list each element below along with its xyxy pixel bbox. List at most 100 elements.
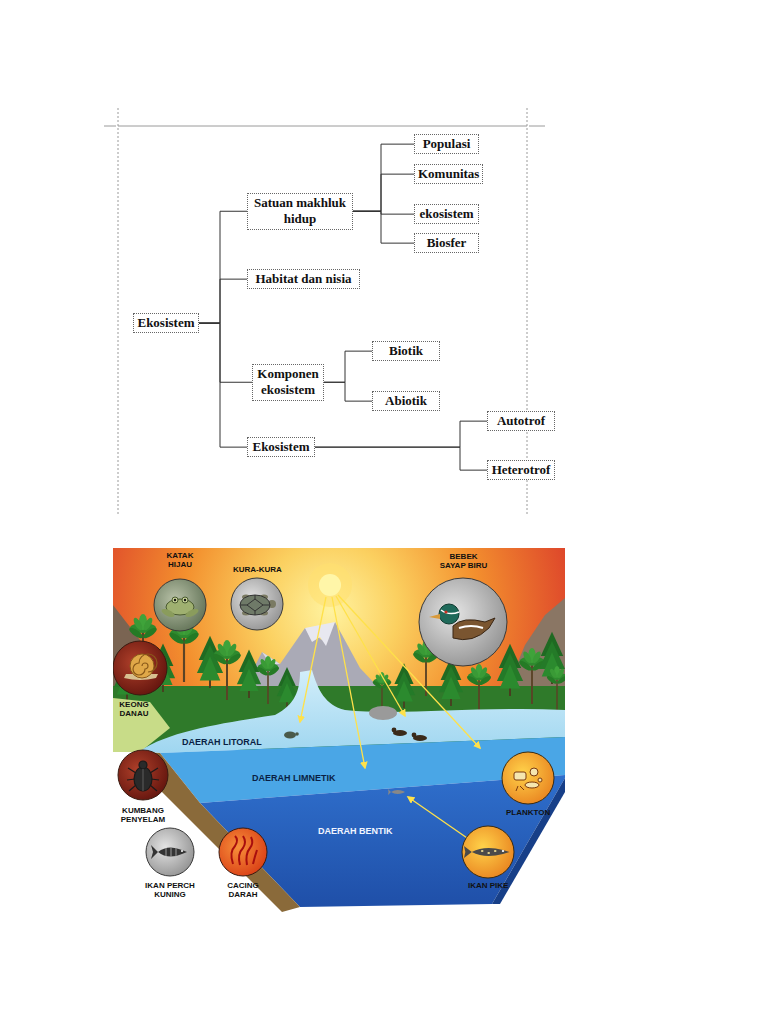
concept-box: Ekosistem — [133, 313, 199, 333]
perch-icon-part-part — [181, 850, 183, 852]
tree-connector — [315, 421, 487, 447]
node-text: ekosistem — [418, 206, 475, 222]
organism-label: PLANKTON — [506, 808, 550, 817]
beetle-icon-part-part — [150, 768, 158, 773]
trees-part — [466, 664, 492, 716]
concept-box: Komunitas — [414, 164, 483, 184]
pike-icon-part — [462, 826, 514, 878]
turtle-icon-part-part — [240, 595, 270, 615]
organism-label: KATAK HIJAU — [162, 551, 198, 569]
concept-box: Populasi — [414, 134, 479, 154]
perch-icon-part — [151, 845, 187, 859]
duck-icon-part-part — [441, 610, 459, 614]
trees-part — [372, 672, 392, 712]
turtle-icon-part — [231, 578, 283, 630]
page-frame-part — [118, 108, 119, 515]
worm-icon-part — [219, 828, 267, 876]
duck-icon-part-part — [429, 614, 440, 619]
tree-connector — [199, 323, 247, 447]
snail-icon — [113, 641, 167, 695]
page-frame-part — [104, 126, 116, 127]
plankton-icon-part-part — [530, 768, 538, 776]
tree-connector — [199, 323, 252, 382]
zone-label: DAERAH LITORAL — [182, 737, 262, 747]
turtle-icon-part-part — [240, 595, 270, 615]
turtle-icon-part — [240, 595, 276, 616]
sun-rays-part — [408, 797, 470, 840]
plankton-icon — [502, 752, 554, 804]
concept-box: ekosistem — [414, 204, 479, 224]
trees-part — [546, 666, 565, 710]
frog-icon-part — [154, 579, 206, 631]
plankton-icon-part — [514, 768, 542, 791]
snail-icon-part — [124, 654, 158, 680]
duck-icon-part-part — [453, 618, 495, 640]
sun-part — [319, 574, 341, 596]
page-frame-part — [527, 108, 528, 515]
small-fish — [388, 789, 405, 795]
lake-illustration — [113, 548, 565, 912]
sun-rays-part — [332, 597, 365, 768]
tree-connector — [199, 211, 247, 323]
tree-connector — [199, 279, 247, 323]
perch-icon — [146, 828, 194, 876]
duck-icon-part — [419, 578, 507, 666]
snail-icon-part-part — [133, 654, 157, 675]
worm-icon-part-part — [246, 837, 252, 865]
organism-label: KUMBANG PENYELAM — [118, 806, 168, 824]
page-frame — [104, 108, 545, 515]
small-fish-part — [388, 789, 405, 795]
page-frame-part — [118, 126, 527, 127]
node-text: Ekosistem — [137, 315, 195, 331]
node-text: Komunitas — [418, 166, 479, 182]
frog-icon-part-part — [184, 607, 199, 618]
page-frame-part — [529, 126, 545, 127]
organism-label: KURA-KURA — [233, 565, 282, 574]
node-text: Populasi — [418, 136, 475, 152]
plankton-icon-part-part — [538, 778, 542, 782]
tree-connector — [353, 174, 414, 211]
sun-rays-part — [338, 595, 480, 748]
beetle-icon-part-part — [134, 767, 152, 791]
trees-part — [497, 644, 523, 696]
node-text: Biotik — [376, 343, 436, 359]
concept-box: Autotrof — [487, 411, 555, 431]
snail-icon-part — [113, 641, 167, 695]
worm-icon-part — [231, 836, 257, 865]
organism-label: IKAN PIKE — [468, 881, 508, 890]
worm-icon-part-part — [239, 836, 245, 865]
duck-icon-part-part — [439, 604, 459, 624]
pike-icon-part-part — [502, 850, 504, 852]
plankton-icon-part-part — [516, 786, 524, 791]
concept-box: Biosfer — [414, 233, 479, 253]
node-text: Heterotrof — [491, 462, 551, 478]
concept-box: Ekosistem — [247, 437, 315, 457]
tree-connector — [353, 211, 414, 243]
tree-connector — [324, 351, 372, 382]
plankton-icon-part-part — [525, 782, 539, 788]
frog-icon-part-part — [160, 607, 175, 618]
pike-icon-part — [464, 846, 510, 858]
ducks-part — [412, 733, 417, 738]
organism-label: BEBEK SAYAP BIRU — [437, 552, 490, 570]
duck-icon-part — [429, 604, 495, 640]
tree-connector — [353, 144, 414, 211]
worm-icon-part-part — [231, 836, 237, 864]
frog-icon-part-part — [184, 599, 186, 601]
worm-icon-part-part — [253, 850, 257, 864]
frog-icon-part-part — [182, 597, 188, 603]
plankton-icon-part — [502, 752, 554, 804]
plankton-icon-part-part — [514, 772, 526, 780]
pike-icon-part-part — [494, 850, 497, 852]
frog-icon-part-part — [174, 599, 176, 601]
node-text: Autotrof — [491, 413, 551, 429]
organism-label: KEONG DANAU — [115, 700, 153, 718]
node-text: Abiotik — [376, 393, 436, 409]
duck-icon-part-part — [459, 626, 483, 628]
trees-part — [237, 649, 261, 698]
concept-box: Satuan makhluk hidup — [247, 193, 353, 230]
beetle-icon-part — [127, 761, 159, 791]
sun — [308, 563, 352, 607]
